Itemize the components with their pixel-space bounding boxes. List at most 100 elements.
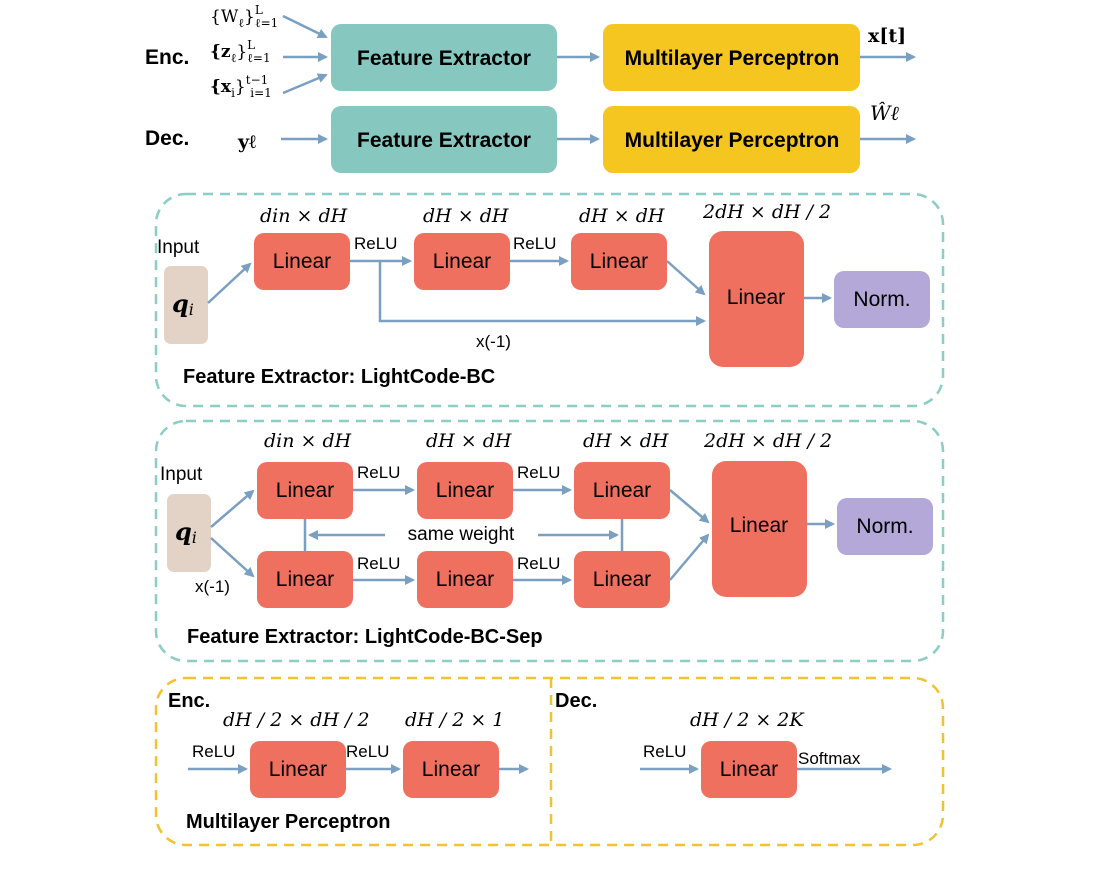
mlp-dec-relu: ReLU: [643, 742, 686, 761]
sep-linear-top-3-label: Linear: [593, 479, 651, 502]
mlp-enc-linear-1-label: Linear: [269, 758, 327, 781]
bc-norm-label: Norm.: [853, 288, 910, 311]
bc-relu-2: ReLU: [513, 234, 556, 253]
sep-dim-4: 2dH × dH / 2: [703, 430, 832, 452]
mlp-caption: Multilayer Perceptron: [186, 811, 391, 833]
bc-linear-3-label: Linear: [590, 250, 648, 273]
sep-relu-bottom-2: ReLU: [517, 554, 560, 573]
mlp-dec-label: Dec.: [555, 690, 597, 712]
bc-norm-box: [834, 271, 930, 328]
bc-linear-1-label: Linear: [273, 250, 331, 273]
bc-linear-4: [709, 231, 804, 367]
sep-linear-bottom-1: [257, 551, 353, 608]
dec-mlp-box: [603, 106, 860, 173]
dec-feature-extractor-box: [331, 106, 557, 173]
dec-output-label: Ŵℓ: [870, 101, 900, 125]
bc-relu-1: ReLU: [354, 234, 397, 253]
sep-neg-label: x(-1): [195, 577, 230, 596]
sep-linear-top-3: [574, 462, 670, 519]
dec-label: Dec.: [145, 127, 189, 150]
enc-output-label: x[t]: [868, 25, 906, 47]
dec-mlp-label: Multilayer Perceptron: [625, 129, 840, 152]
bc-dim-4: 2dH × dH / 2: [702, 201, 831, 223]
sep-linear-top-2-label: Linear: [436, 479, 494, 502]
bc-dim-1: din × dH: [260, 205, 348, 227]
sep-linear-bottom-3: [574, 551, 670, 608]
bc-dashed-frame: [154, 192, 945, 408]
sep-linear-bottom-2: [417, 551, 513, 608]
mlp-dec-dim-1: dH / 2 × 2K: [690, 709, 805, 731]
enc-feature-extractor-box: [331, 24, 557, 91]
mlp-enc-relu-1: ReLU: [192, 742, 235, 761]
mlp-enc-label: Enc.: [168, 690, 210, 712]
bc-arrow-input-to-linear1: [207, 262, 252, 304]
lightcode-bc-section: Input qi din × dH dH × dH dH × dH 2dH × …: [154, 192, 945, 408]
sep-same-weight-label: same weight: [408, 524, 515, 545]
sep-linear-combine: [712, 461, 807, 597]
svg-text:{zℓ}Lℓ=1: {zℓ}Lℓ=1: [210, 38, 271, 65]
sep-dim-2: dH × dH: [426, 430, 512, 452]
bc-arrow-linear3-to-linear4: [666, 260, 706, 296]
sep-norm-label: Norm.: [856, 515, 913, 538]
sep-relu-bottom-1: ReLU: [357, 554, 400, 573]
arrow-w-to-fe: [282, 14, 328, 39]
sep-linear-top-1: [257, 462, 353, 519]
mlp-enc-linear-2-label: Linear: [422, 758, 480, 781]
sep-q-symbol: qi: [175, 517, 197, 547]
bc-input-label: Input: [157, 237, 200, 258]
bc-linear-2-label: Linear: [433, 250, 491, 273]
sep-linear-bottom-2-label: Linear: [436, 568, 494, 591]
bc-linear-1: [254, 233, 350, 290]
mlp-section: Enc. Dec. dH / 2 × dH / 2 dH / 2 × 1 dH …: [154, 676, 945, 847]
sep-dim-3: dH × dH: [583, 430, 669, 452]
bc-linear-2: [414, 233, 510, 290]
sep-dashed-frame: [154, 419, 945, 663]
sep-linear-top-2: [417, 462, 513, 519]
sep-arrow-input-to-bottom: [210, 537, 255, 578]
bc-dim-3: dH × dH: [579, 205, 665, 227]
sep-linear-bottom-1-label: Linear: [276, 568, 334, 591]
bc-arrow-skip-to-linear4: [378, 261, 706, 326]
sep-arrow-input-to-top: [210, 489, 255, 528]
svg-text:{xi}t−1i=1: {xi}t−1i=1: [210, 73, 272, 100]
mlp-dec-softmax: Softmax: [798, 749, 861, 768]
bc-dim-2: dH × dH: [423, 205, 509, 227]
bc-linear-4-label: Linear: [727, 286, 785, 309]
sep-arrow-top-3-to-combine: [669, 489, 710, 524]
mlp-enc-linear-1: [250, 741, 346, 798]
mlp-dashed-frame: [154, 676, 945, 847]
bc-neg-label: x(-1): [476, 332, 511, 351]
mlp-dec-linear: [701, 741, 797, 798]
dec-feature-extractor-label: Feature Extractor: [357, 129, 531, 152]
sep-relu-top-2: ReLU: [517, 463, 560, 482]
sep-input-label: Input: [160, 464, 203, 485]
mlp-enc-linear-2: [403, 741, 499, 798]
enc-mlp-box: [603, 24, 860, 91]
sep-linear-top-1-label: Linear: [276, 479, 334, 502]
enc-feature-extractor-label: Feature Extractor: [357, 47, 531, 70]
svg-text:{Wℓ}Lℓ=1: {Wℓ}Lℓ=1: [210, 3, 278, 30]
arrow-x-to-fe: [282, 73, 328, 95]
sep-norm-box: [837, 498, 933, 555]
bc-caption: Feature Extractor: LightCode-BC: [183, 366, 495, 388]
sep-input-box: [167, 494, 211, 572]
sep-dim-1: din × dH: [264, 430, 352, 452]
bc-q-symbol: qi: [172, 289, 194, 319]
mlp-enc-dim-1: dH / 2 × dH / 2: [223, 709, 370, 731]
sep-relu-top-1: ReLU: [357, 463, 400, 482]
sep-arrow-bottom-3-to-combine: [669, 533, 710, 581]
mlp-enc-relu-2: ReLU: [346, 742, 389, 761]
mlp-dec-linear-label: Linear: [720, 758, 778, 781]
enc-mlp-label: Multilayer Perceptron: [625, 47, 840, 70]
bc-linear-3: [571, 233, 667, 290]
mlp-enc-dim-2: dH / 2 × 1: [405, 709, 504, 731]
sep-linear-bottom-3-label: Linear: [593, 568, 651, 591]
sep-linear-combine-label: Linear: [730, 514, 788, 537]
bc-input-box: [164, 266, 208, 344]
enc-label: Enc.: [145, 46, 189, 69]
